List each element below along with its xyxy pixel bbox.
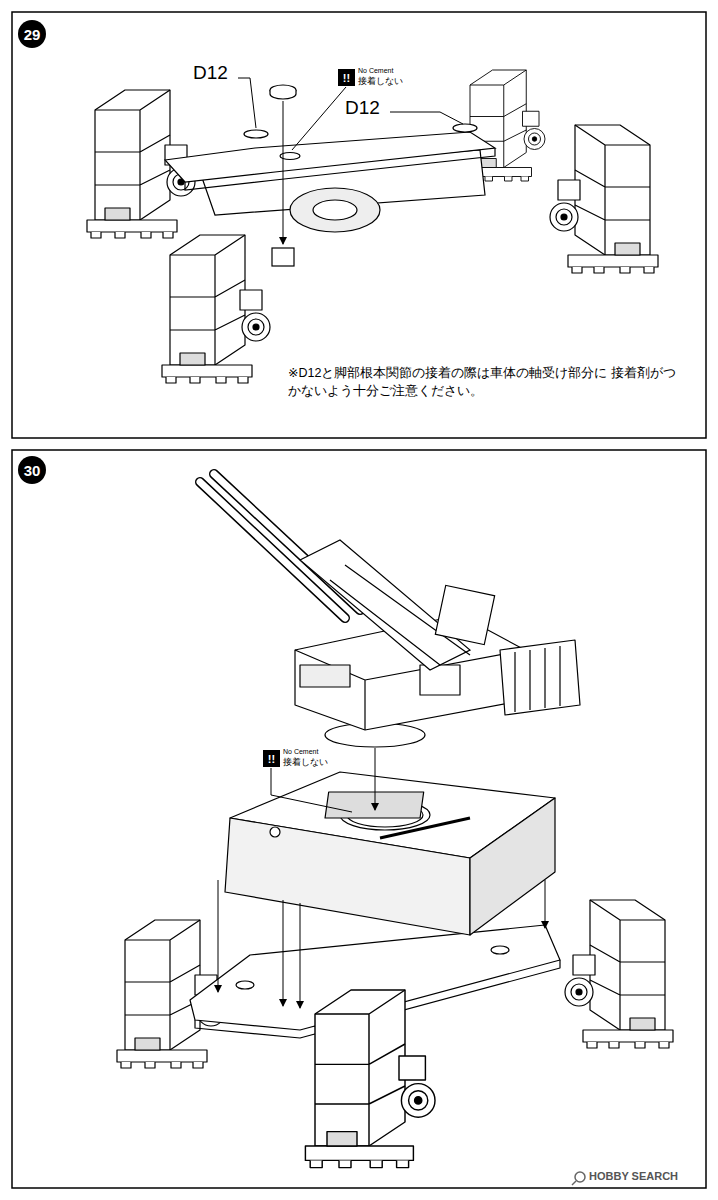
step30-figure	[117, 474, 673, 1168]
warning-icon-text: !!	[343, 72, 350, 84]
warning-text: No Cement	[283, 748, 318, 756]
watermark: HOBBY SEARCH	[589, 1170, 678, 1182]
warning-text: No Cement	[358, 67, 393, 75]
warning-icon: !!	[263, 750, 280, 767]
warning-icon-text: !!	[268, 753, 275, 765]
watermark-icon	[572, 1172, 585, 1185]
warning-text: 接着しない	[283, 758, 328, 767]
step-number: 29	[18, 20, 46, 48]
warning-icon: !!	[338, 69, 355, 86]
step-number-text: 29	[24, 26, 41, 43]
warning-text: 接着しない	[358, 77, 403, 86]
part-number: D12	[345, 98, 380, 119]
part-number: D12	[193, 63, 228, 84]
panel-frames	[12, 12, 706, 1188]
step-number: 30	[18, 456, 46, 484]
assembly-note: ※D12と脚部根本関節の接着の際は車体の軸受け部分に 接着剤がつかないよう十分ご…	[288, 364, 678, 400]
step-number-text: 30	[24, 462, 41, 479]
step29-figure	[87, 70, 658, 383]
